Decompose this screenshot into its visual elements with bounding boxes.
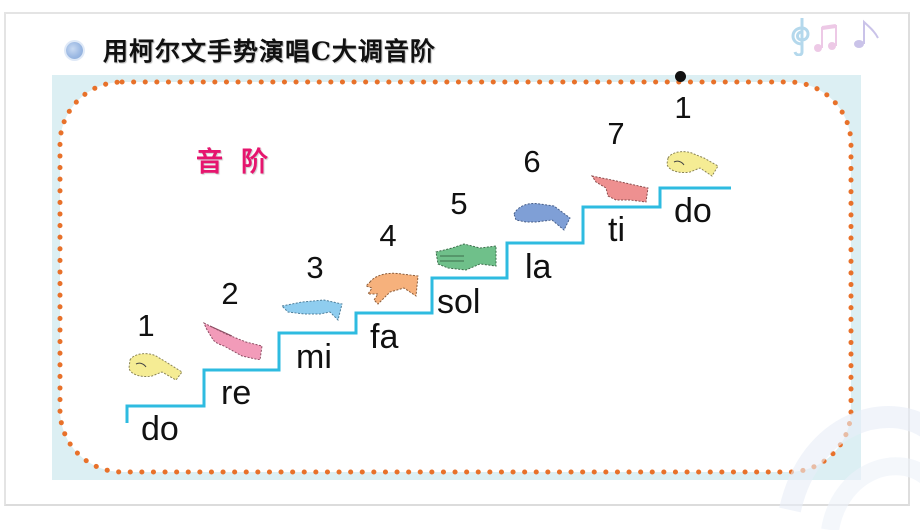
fist-hand-icon-high-do [666, 151, 719, 177]
staircase-line [125, 186, 731, 423]
solfege-sol: sol [437, 283, 481, 321]
solfege-mi: mi [296, 338, 332, 376]
solfege-do: do [141, 410, 179, 448]
solfege-la: la [525, 248, 552, 286]
scale-degree-1: 1 [137, 308, 155, 343]
scale-label: 音阶 [196, 147, 286, 178]
bullet-icon [66, 41, 83, 59]
slanted-flat-hand-icon [203, 321, 263, 360]
pointing-hand-icon [590, 175, 649, 203]
solfege-high-do: do [674, 192, 712, 230]
solfege-fa: fa [370, 318, 399, 356]
solfege-re: re [221, 374, 252, 412]
solfege-ti: ti [608, 211, 625, 249]
title-row: 用柯尔文手势演唱C大调音阶 [66, 32, 436, 68]
slide-title: 用柯尔文手势演唱C大调音阶 [103, 37, 436, 66]
open-hand-icon [435, 243, 497, 271]
scale-degree-2: 2 [221, 276, 239, 311]
thumb-down-hand-icon [365, 272, 419, 305]
scale-degree-3: 3 [306, 250, 324, 285]
fist-hand-icon [128, 353, 183, 381]
scale-degree-7: 7 [607, 116, 625, 151]
scale-degree-4: 4 [379, 218, 397, 253]
scale-degree-6: 6 [523, 144, 541, 179]
scale-degree-5: 5 [450, 186, 468, 221]
relaxed-hand-icon [513, 203, 571, 231]
scale-degree-8: 1 [674, 90, 692, 125]
flat-hand-icon [280, 299, 343, 321]
watermark-logo [779, 406, 920, 530]
music-notes-icon [780, 14, 880, 56]
high-octave-dot [675, 71, 686, 82]
